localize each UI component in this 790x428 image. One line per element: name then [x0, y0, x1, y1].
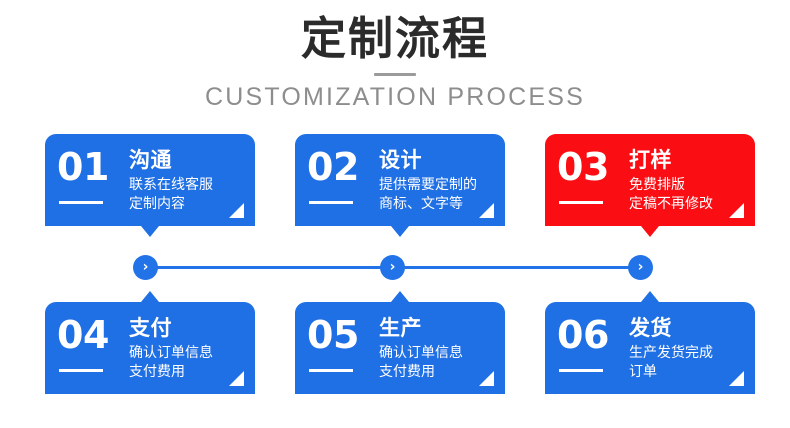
step-number: 04 — [57, 313, 109, 357]
step-description-line-1: 免费排版 — [629, 177, 685, 193]
corner-triangle-icon — [229, 203, 244, 218]
step-card-02-content: 02 设计 提供需要定制的 商标、文字等 — [295, 134, 505, 226]
step-description-line-1: 确认订单信息 — [129, 345, 213, 361]
step-card-03-number-block: 03 — [557, 147, 629, 204]
page-title: 定制流程 — [300, 12, 489, 65]
step-description: 生产发货完成 订单 — [629, 344, 755, 382]
step-title: 发货 — [629, 316, 672, 340]
page-subtitle: CUSTOMIZATION PROCESS — [204, 83, 586, 111]
title-divider — [374, 73, 416, 76]
step-description-line-2: 商标、文字等 — [379, 196, 463, 212]
pointer-up-icon — [641, 291, 659, 302]
step-title: 设计 — [379, 148, 422, 172]
corner-triangle-icon — [479, 203, 494, 218]
step-card-03-text-block: 打样 免费排版 定稿不再修改 — [629, 147, 755, 214]
step-description: 联系在线客服 定制内容 — [129, 176, 255, 214]
process-connector: › › › — [0, 255, 790, 281]
corner-triangle-icon — [479, 371, 494, 386]
step-description-line-1: 确认订单信息 — [379, 345, 463, 361]
step-description: 确认订单信息 支付费用 — [379, 344, 505, 382]
step-description-line-2: 支付费用 — [379, 364, 435, 380]
pointer-up-icon — [141, 291, 159, 302]
pointer-down-icon — [141, 226, 159, 237]
step-card-02[interactable]: 02 设计 提供需要定制的 商标、文字等 — [295, 134, 505, 237]
step-card-06-number-block: 06 — [557, 315, 629, 372]
step-card-05-text-block: 生产 确认订单信息 支付费用 — [379, 315, 505, 382]
step-card-03[interactable]: 03 打样 免费排版 定稿不再修改 — [545, 134, 755, 237]
chevron-right-icon[interactable]: › — [628, 255, 653, 280]
step-card-03-content: 03 打样 免费排版 定稿不再修改 — [545, 134, 755, 226]
corner-triangle-icon — [729, 371, 744, 386]
step-card-02-number-block: 02 — [307, 147, 379, 204]
chevron-right-icon[interactable]: › — [133, 255, 158, 280]
step-card-01[interactable]: 01 沟通 联系在线客服 定制内容 — [45, 134, 255, 237]
number-underline — [59, 201, 103, 204]
number-underline — [559, 369, 603, 372]
step-title: 沟通 — [129, 148, 172, 172]
step-description-line-2: 支付费用 — [129, 364, 185, 380]
step-description: 确认订单信息 支付费用 — [129, 344, 255, 382]
step-card-05-content: 05 生产 确认订单信息 支付费用 — [295, 302, 505, 394]
step-card-04[interactable]: 04 支付 确认订单信息 支付费用 — [45, 291, 255, 394]
step-description-line-1: 提供需要定制的 — [379, 177, 477, 193]
step-description-line-1: 联系在线客服 — [129, 177, 213, 193]
number-underline — [559, 201, 603, 204]
step-card-06-text-block: 发货 生产发货完成 订单 — [629, 315, 755, 382]
step-title: 生产 — [379, 316, 422, 340]
step-number: 01 — [57, 145, 109, 189]
pointer-up-icon — [391, 291, 409, 302]
step-description: 免费排版 定稿不再修改 — [629, 176, 755, 214]
step-card-02-text-block: 设计 提供需要定制的 商标、文字等 — [379, 147, 505, 214]
chevron-right-icon[interactable]: › — [380, 255, 405, 280]
step-card-06[interactable]: 06 发货 生产发货完成 订单 — [545, 291, 755, 394]
step-card-01-content: 01 沟通 联系在线客服 定制内容 — [45, 134, 255, 226]
step-number: 05 — [307, 313, 359, 357]
step-card-01-number-block: 01 — [57, 147, 129, 204]
step-card-04-text-block: 支付 确认订单信息 支付费用 — [129, 315, 255, 382]
step-description: 提供需要定制的 商标、文字等 — [379, 176, 505, 214]
corner-triangle-icon — [729, 203, 744, 218]
step-card-04-number-block: 04 — [57, 315, 129, 372]
step-description-line-2: 定稿不再修改 — [629, 196, 713, 212]
corner-triangle-icon — [229, 371, 244, 386]
step-description-line-2: 订单 — [629, 364, 657, 380]
step-card-05-number-block: 05 — [307, 315, 379, 372]
number-underline — [59, 369, 103, 372]
step-number: 03 — [557, 145, 609, 189]
step-card-01-text-block: 沟通 联系在线客服 定制内容 — [129, 147, 255, 214]
pointer-down-icon — [391, 226, 409, 237]
step-title: 支付 — [129, 316, 172, 340]
header: 定制流程 CUSTOMIZATION PROCESS — [0, 0, 790, 112]
number-underline — [309, 369, 353, 372]
number-underline — [309, 201, 353, 204]
step-number: 02 — [307, 145, 359, 189]
step-number: 06 — [557, 313, 609, 357]
step-description-line-1: 生产发货完成 — [629, 345, 713, 361]
step-description-line-2: 定制内容 — [129, 196, 185, 212]
step-card-04-content: 04 支付 确认订单信息 支付费用 — [45, 302, 255, 394]
pointer-down-icon — [641, 226, 659, 237]
step-card-06-content: 06 发货 生产发货完成 订单 — [545, 302, 755, 394]
step-card-05[interactable]: 05 生产 确认订单信息 支付费用 — [295, 291, 505, 394]
step-title: 打样 — [629, 148, 672, 172]
